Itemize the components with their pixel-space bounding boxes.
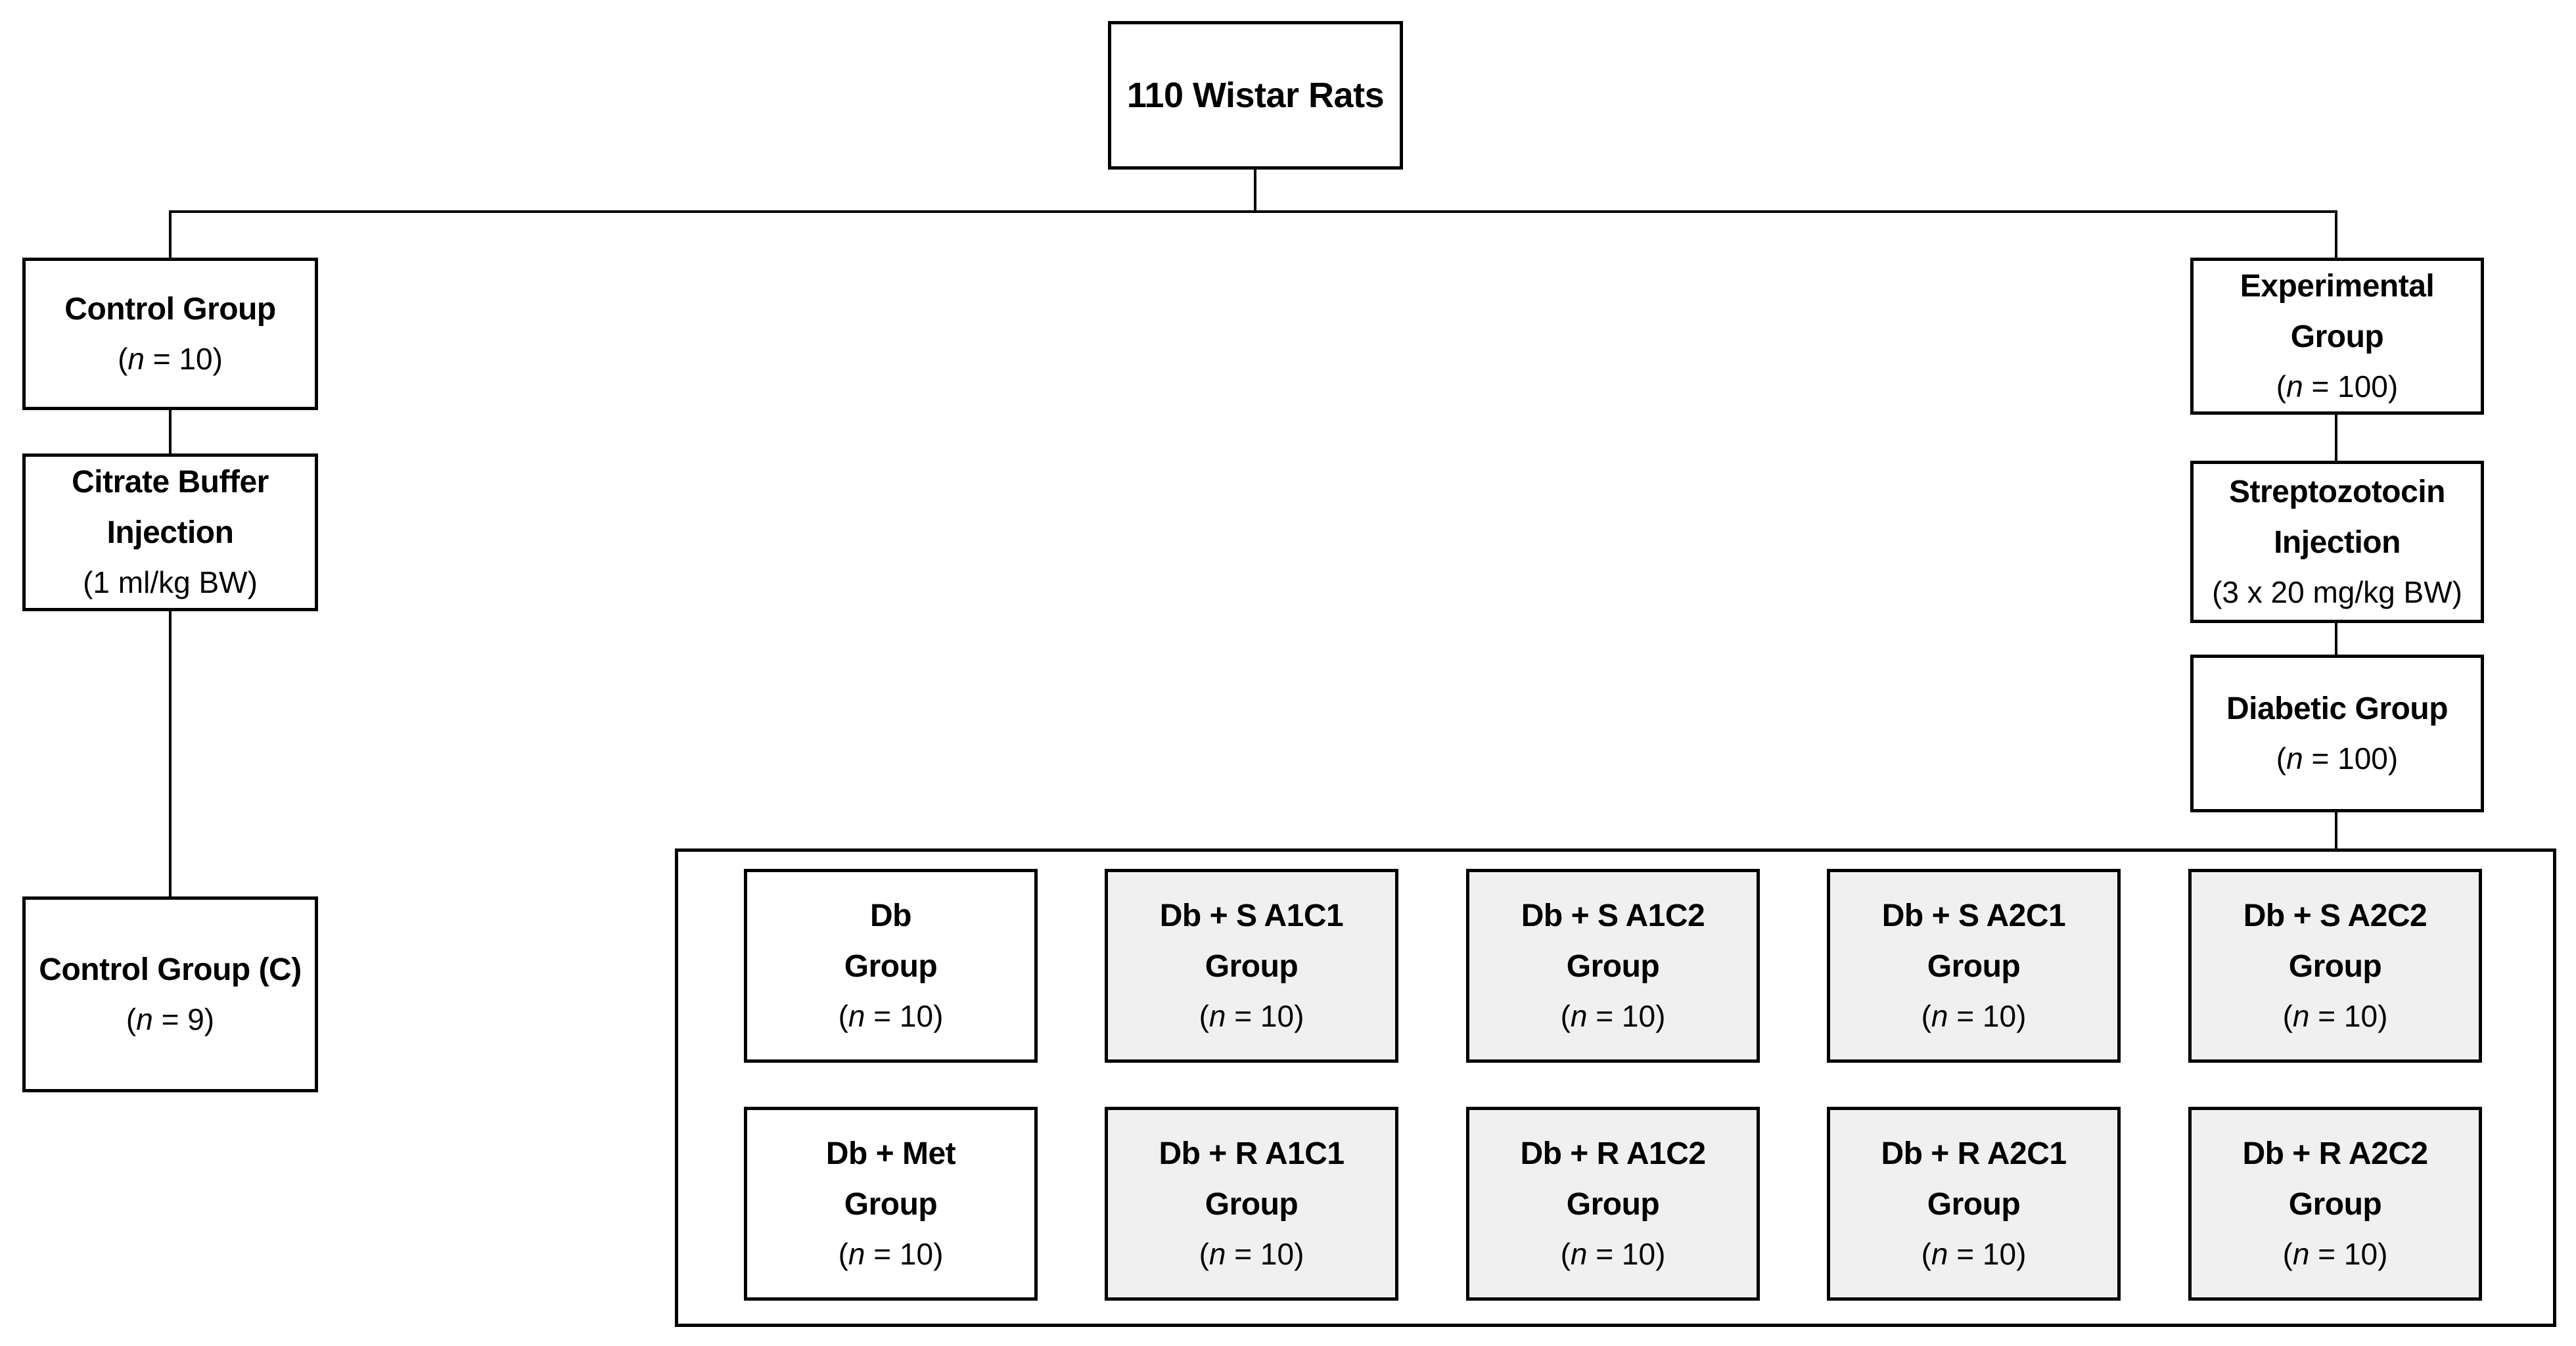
subgroup-name: Db + R A1C2 [1520, 1136, 1706, 1171]
subgroup-sample-size: (n = 10) [838, 998, 944, 1033]
control-group-c-box: Control Group (C) (n = 9) [22, 896, 318, 1092]
subgroup-sample-size: (n = 10) [1560, 1236, 1666, 1271]
subgroup-sample-size: (n = 10) [1921, 1236, 2027, 1271]
subgroup-word: Group [1927, 948, 2021, 984]
subgroup-name: Db + R A1C1 [1159, 1136, 1345, 1171]
subgroup-sample-size: (n = 10) [1560, 998, 1666, 1033]
diabetic-group-box: Diabetic Group (n = 100) [2190, 655, 2484, 812]
connector-diabetic-to-panel [2335, 811, 2337, 850]
connector-control-to-citrate [169, 409, 172, 455]
subgroup-name: Db + S A1C2 [1521, 898, 1705, 933]
subgroup-sample-size: (n = 10) [2282, 1236, 2388, 1271]
subgroup-word: Group [844, 1186, 938, 1222]
subgroup-sample-size: (n = 10) [2282, 998, 2388, 1033]
control-group-sample-size: (n = 10) [118, 341, 223, 376]
subgroup-word: Group [1566, 948, 1660, 984]
streptozotocin-dose-note: (3 x 20 mg/kg BW) [2212, 574, 2462, 609]
control-group-box: Control Group (n = 10) [22, 258, 318, 410]
subgroup-name: Db [870, 898, 911, 933]
subgroup-box-db-r-a1c1: Db + R A1C1 Group (n = 10) [1105, 1107, 1398, 1301]
subgroup-box-db: Db Group (n = 10) [744, 869, 1038, 1063]
control-group-title: Control Group [64, 291, 276, 327]
subgroup-name: Db + S A2C1 [1881, 898, 2066, 933]
subgroup-name: Db + S A2C2 [2243, 898, 2427, 933]
subgroup-name: Db + R A2C2 [2242, 1136, 2428, 1171]
subgroup-name: Db + Met [825, 1136, 956, 1171]
subgroup-sample-size: (n = 10) [1921, 998, 2027, 1033]
subgroup-box-db-s-a1c2: Db + S A1C2 Group (n = 10) [1466, 869, 1760, 1063]
subgroup-word: Group [1927, 1186, 2021, 1222]
connector-citrate-to-controlc [169, 610, 172, 898]
subgroup-box-db-r-a2c2: Db + R A2C2 Group (n = 10) [2188, 1107, 2482, 1301]
control-group-c-title: Control Group (C) [39, 952, 302, 987]
subgroup-name: Db + S A1C1 [1159, 898, 1344, 933]
subgroup-sample-size: (n = 10) [1199, 1236, 1304, 1271]
streptozotocin-title-line1: Streptozotocin [2229, 474, 2445, 509]
experimental-title-line2: Group [2290, 319, 2384, 354]
connector-left-drop [169, 210, 172, 259]
subgroup-word: Group [1205, 1186, 1299, 1222]
experimental-sample-size: (n = 100) [2276, 369, 2399, 404]
control-group-c-sample-size: (n = 9) [126, 1002, 215, 1036]
root-title: 110 Wistar Rats [1126, 75, 1385, 115]
experimental-title-line1: Experimental [2240, 268, 2435, 304]
subgroup-name: Db + R A2C1 [1881, 1136, 2067, 1171]
diabetic-group-sample-size: (n = 100) [2276, 741, 2399, 776]
experimental-group-box: Experimental Group (n = 100) [2190, 258, 2484, 415]
subgroup-word: Group [1205, 948, 1299, 984]
streptozotocin-title-line2: Injection [2274, 524, 2401, 560]
subgroup-box-db-s-a2c2: Db + S A2C2 Group (n = 10) [2188, 869, 2482, 1063]
subgroup-word: Group [2288, 948, 2382, 984]
root-box-110-wistar-rats: 110 Wistar Rats [1108, 21, 1403, 170]
diabetic-group-title: Diabetic Group [2226, 691, 2449, 726]
citrate-title-line2: Injection [106, 515, 234, 551]
subgroup-word: Group [1566, 1186, 1660, 1222]
streptozotocin-injection-box: Streptozotocin Injection (3 x 20 mg/kg B… [2190, 461, 2484, 623]
subgroup-box-db-met: Db + Met Group (n = 10) [744, 1107, 1038, 1301]
subgroup-word: Group [844, 948, 938, 984]
citrate-dose-note: (1 ml/kg BW) [83, 565, 258, 599]
citrate-buffer-injection-box: Citrate Buffer Injection (1 ml/kg BW) [22, 453, 318, 611]
connector-strep-to-diabetic [2335, 622, 2337, 656]
subgroup-word: Group [2288, 1186, 2382, 1222]
connector-right-drop [2335, 210, 2337, 259]
subgroup-sample-size: (n = 10) [838, 1236, 944, 1271]
connector-branch-horizontal [169, 210, 2337, 213]
subgroup-box-db-r-a2c1: Db + R A2C1 Group (n = 10) [1827, 1107, 2121, 1301]
subgroup-sample-size: (n = 10) [1199, 998, 1304, 1033]
subgroup-box-db-s-a2c1: Db + S A2C1 Group (n = 10) [1827, 869, 2121, 1063]
connector-root-stem [1254, 170, 1256, 213]
connector-exp-to-strep [2335, 413, 2337, 462]
subgroup-box-db-s-a1c1: Db + S A1C1 Group (n = 10) [1105, 869, 1398, 1063]
subgroup-box-db-r-a1c2: Db + R A1C2 Group (n = 10) [1466, 1107, 1760, 1301]
citrate-title-line1: Citrate Buffer [72, 465, 269, 500]
